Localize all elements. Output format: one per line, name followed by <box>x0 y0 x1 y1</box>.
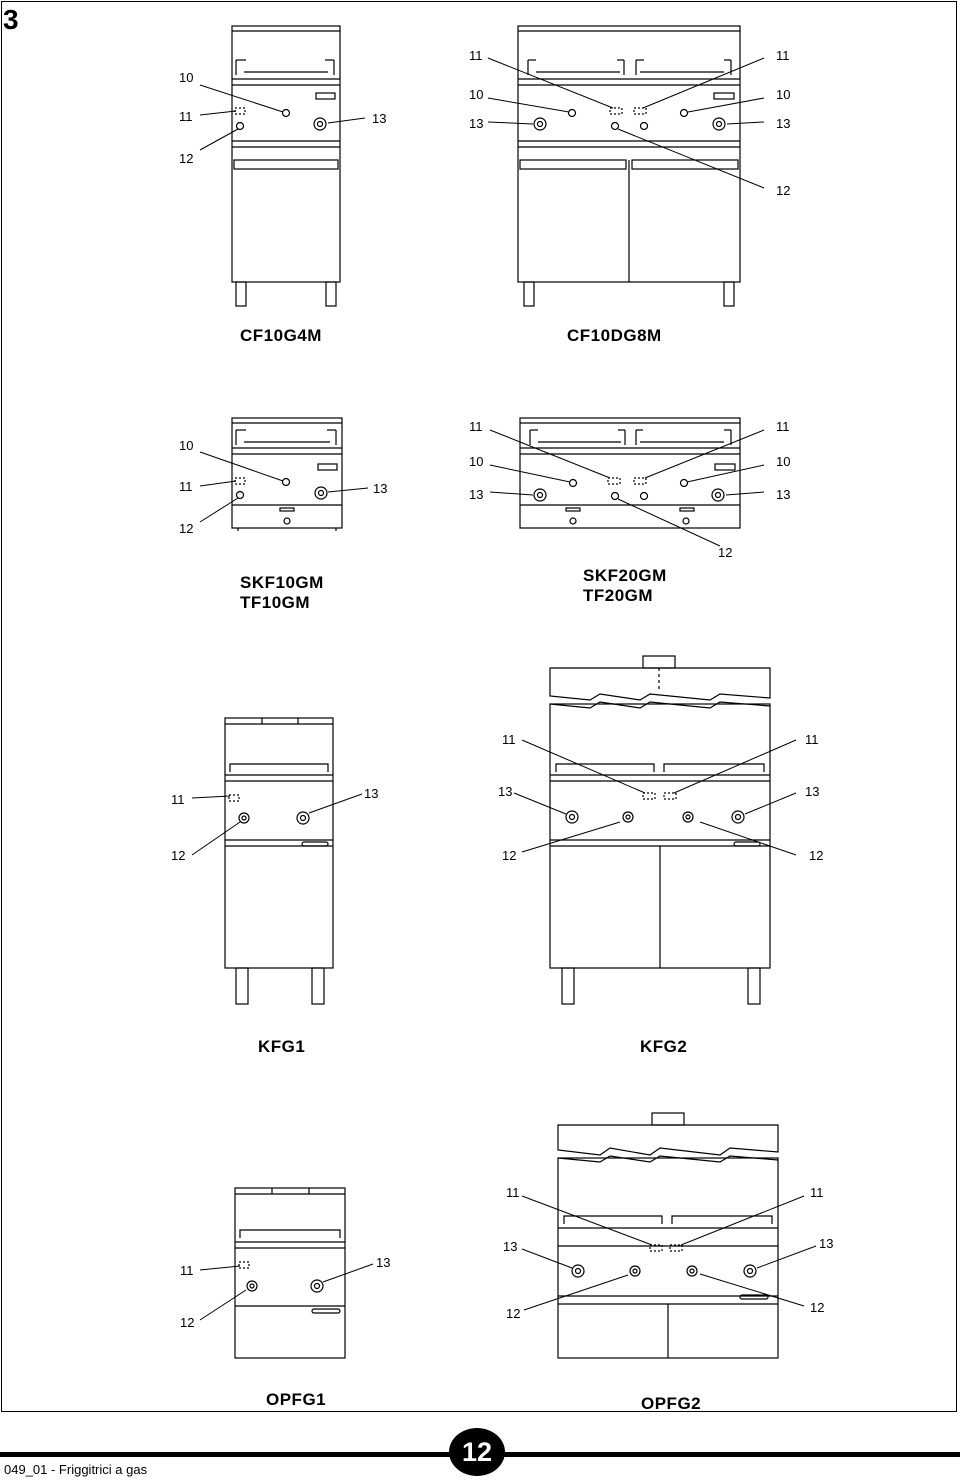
callout-13: 13 <box>805 784 820 799</box>
callout-10: 10 <box>469 454 484 469</box>
callout-10: 10 <box>179 438 194 453</box>
page-frame <box>1 1 957 1412</box>
kfg1-illustration <box>224 717 334 1005</box>
callout-12: 12 <box>179 521 194 536</box>
callout-12: 12 <box>810 1300 825 1315</box>
callout-12: 12 <box>506 1306 521 1321</box>
callout-11: 11 <box>776 48 790 63</box>
cf10dg8m-illustration <box>517 25 741 307</box>
callout-11: 11 <box>469 48 483 63</box>
callout-13: 13 <box>373 481 388 496</box>
callout-13: 13 <box>776 487 791 502</box>
callout-10: 10 <box>776 454 791 469</box>
caption-opfg2: OPFG2 <box>641 1394 702 1413</box>
section-number: 3 <box>3 4 19 35</box>
callout-11: 11 <box>506 1185 520 1200</box>
cf10g4m-illustration <box>231 25 341 307</box>
kfg2-illustration <box>549 655 771 1005</box>
skf10gm-illustration <box>231 417 343 531</box>
callout-11: 11 <box>179 479 193 494</box>
callout-11: 11 <box>502 732 516 747</box>
callout-13: 13 <box>469 116 484 131</box>
callout-10: 10 <box>469 87 484 102</box>
footer-document-ref: 049_01 - Friggitrici a gas <box>4 1462 148 1477</box>
callout-12: 12 <box>180 1315 195 1330</box>
callout-leader-lines <box>191 57 817 1321</box>
callout-11: 11 <box>180 1263 194 1278</box>
callout-12: 12 <box>502 848 517 863</box>
caption-skf10gm: SKF10GM <box>240 573 324 592</box>
callout-11: 11 <box>171 792 185 807</box>
callout-11: 11 <box>469 419 483 434</box>
callout-11: 11 <box>179 109 193 124</box>
callout-13: 13 <box>503 1239 518 1254</box>
page-number-badge: 12 <box>449 1428 505 1476</box>
caption-cf10dg8m: CF10DG8M <box>567 326 662 345</box>
caption-tf20gm: TF20GM <box>583 586 654 605</box>
callout-10: 10 <box>776 87 791 102</box>
skf20gm-illustration <box>519 417 741 529</box>
caption-cf10g4m: CF10G4M <box>240 326 322 345</box>
callout-12: 12 <box>809 848 824 863</box>
callout-12: 12 <box>718 545 733 560</box>
callout-13: 13 <box>776 116 791 131</box>
callout-13: 13 <box>364 786 379 801</box>
callout-11: 11 <box>805 732 819 747</box>
callout-10: 10 <box>179 70 194 85</box>
callout-12: 12 <box>776 183 791 198</box>
callout-13: 13 <box>819 1236 834 1251</box>
callout-12: 12 <box>179 151 194 166</box>
caption-kfg1: KFG1 <box>258 1037 306 1056</box>
callout-13: 13 <box>498 784 513 799</box>
callout-11: 11 <box>776 419 790 434</box>
callout-13: 13 <box>372 111 387 126</box>
opfg1-illustration <box>234 1187 346 1359</box>
callout-13: 13 <box>376 1255 391 1270</box>
callout-13: 13 <box>469 487 484 502</box>
callout-12: 12 <box>171 848 186 863</box>
caption-opfg1: OPFG1 <box>266 1390 327 1409</box>
caption-tf10gm: TF10GM <box>240 593 311 612</box>
callout-11: 11 <box>810 1185 824 1200</box>
caption-kfg2: KFG2 <box>640 1037 688 1056</box>
caption-skf20gm: SKF20GM <box>583 566 667 585</box>
opfg2-illustration <box>557 1112 779 1359</box>
